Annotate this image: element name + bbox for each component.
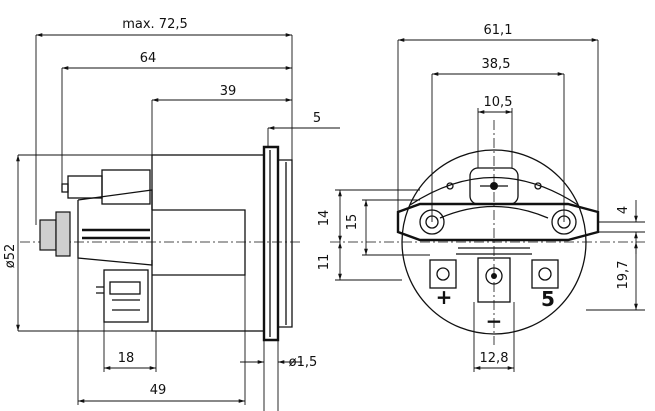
rear-view: + − 5 61,1 38,5 10,5 14 15 11 <box>317 23 645 372</box>
dim-overall-length: max. 72,5 <box>122 17 188 32</box>
dim-width-12-8: 12,8 <box>480 351 509 366</box>
terminal-plus <box>429 259 457 289</box>
side-view: max. 72,5 64 39 5 ø52 18 49 ø1 <box>3 17 340 411</box>
mark-minus: − <box>486 309 503 333</box>
terminal-center <box>477 257 511 303</box>
bezel <box>262 145 280 342</box>
dim-height-19-7: 19,7 <box>616 261 631 290</box>
terminal-five <box>531 259 559 289</box>
bottom-connector <box>103 269 149 323</box>
dim-length-39: 39 <box>220 84 237 99</box>
dim-length-64: 64 <box>140 51 157 66</box>
dim-height-14: 14 <box>317 210 332 227</box>
mark-plus: + <box>436 285 453 309</box>
dim-flange-1-5: ø1,5 <box>289 355 318 370</box>
dim-depth-49: 49 <box>150 383 167 398</box>
lamp-socket <box>469 167 519 205</box>
dim-diameter: ø52 <box>3 244 18 269</box>
dim-width-10-5: 10,5 <box>484 95 513 110</box>
mounting-bracket <box>77 189 153 266</box>
rear-housing-circle <box>401 149 587 335</box>
top-connector <box>67 175 103 199</box>
dim-height-4: 4 <box>616 206 631 214</box>
mounting-strap <box>396 202 600 242</box>
dim-width-61-1: 61,1 <box>484 23 513 38</box>
dim-height-11: 11 <box>317 254 332 271</box>
dim-depth-18: 18 <box>118 351 135 366</box>
hex-nut <box>39 219 57 251</box>
dim-height-15: 15 <box>345 214 360 231</box>
mark-five: 5 <box>541 287 555 311</box>
housing-body <box>151 154 265 332</box>
dim-width-38-5: 38,5 <box>482 57 511 72</box>
dim-flange-5: 5 <box>313 111 321 126</box>
